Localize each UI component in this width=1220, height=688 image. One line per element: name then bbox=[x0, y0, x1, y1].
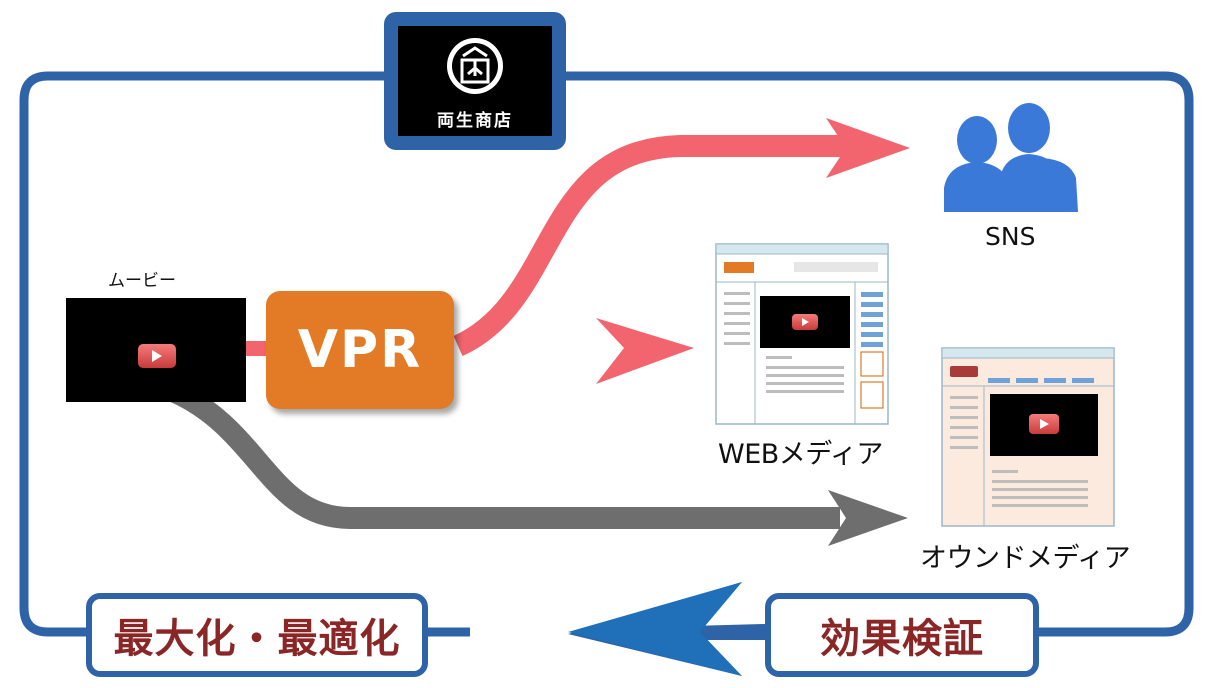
vpr-box: VPR bbox=[266, 291, 454, 409]
vpr-label: VPR bbox=[297, 320, 423, 380]
maximize-optimize-label: 最大化・最適化 bbox=[113, 616, 401, 662]
arrow-to-owned-media bbox=[170, 381, 840, 529]
sns-label: SNS bbox=[985, 222, 1036, 251]
arrow-to-sns bbox=[453, 135, 850, 357]
movie-label: ムービー bbox=[108, 271, 176, 291]
maximize-optimize-badge: 最大化・最適化 bbox=[86, 593, 428, 677]
effect-verification-label: 効果検証 bbox=[820, 616, 984, 662]
arrowhead-owned-media bbox=[828, 490, 908, 546]
brand-name: 両生商店 bbox=[437, 111, 513, 131]
owned-media-page bbox=[941, 347, 1115, 527]
web-media-label: WEBメディア bbox=[718, 439, 883, 470]
effect-verification-badge: 効果検証 bbox=[765, 593, 1039, 677]
play-button-icon bbox=[138, 344, 176, 368]
web-media-page bbox=[715, 243, 889, 425]
feedback-arrowhead bbox=[568, 582, 742, 676]
connector-movie-vpr bbox=[244, 341, 268, 356]
loop-frame bbox=[19, 71, 1194, 637]
arrowhead-sns bbox=[826, 118, 910, 178]
brand-logo: 両生商店 bbox=[398, 26, 552, 136]
arrowhead-web-media bbox=[596, 318, 694, 384]
owned-media-label: オウンドメディア bbox=[920, 543, 1131, 574]
brand-logo-frame: 両生商店 bbox=[384, 12, 566, 150]
shop-emblem-icon bbox=[447, 38, 503, 94]
users-icon bbox=[944, 103, 1078, 212]
